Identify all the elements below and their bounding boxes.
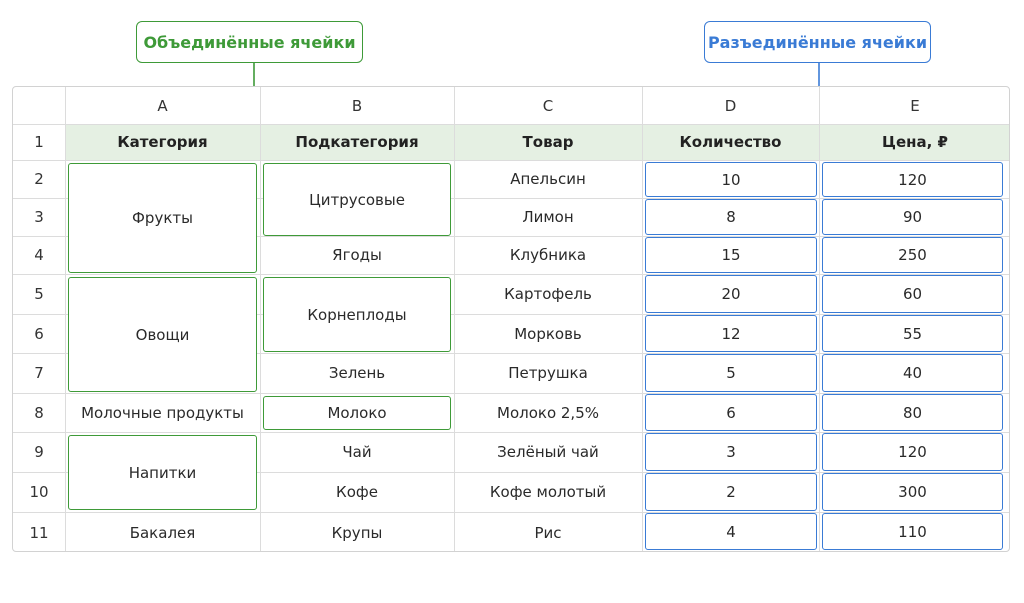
merged-cell-category-fruits[interactable]: Фрукты bbox=[68, 163, 257, 273]
row-number-11[interactable]: 11 bbox=[29, 523, 49, 542]
cell-subcategory-coffee[interactable]: Кофе bbox=[336, 483, 378, 501]
cell-product[interactable]: Лимон bbox=[522, 208, 574, 226]
row-number-10[interactable]: 10 bbox=[29, 483, 49, 501]
unmerged-cell-price[interactable]: 120 bbox=[822, 162, 1003, 197]
column-header-a[interactable]: A bbox=[157, 96, 168, 115]
cell-product[interactable]: Кофе молотый bbox=[489, 483, 607, 501]
unmerged-cell-quantity[interactable]: 15 bbox=[645, 237, 817, 273]
cell-subcategory-tea[interactable]: Чай bbox=[342, 443, 372, 461]
unmerged-cell-quantity[interactable]: 20 bbox=[645, 275, 817, 313]
cell-product[interactable]: Клубника bbox=[509, 246, 587, 264]
row-number-7[interactable]: 7 bbox=[34, 364, 44, 382]
unmerged-cell-price[interactable]: 40 bbox=[822, 354, 1003, 392]
unmerged-cells-callout: Разъединённые ячейки bbox=[704, 21, 931, 63]
row-number-3[interactable]: 3 bbox=[34, 208, 44, 226]
row-number-9[interactable]: 9 bbox=[34, 443, 44, 461]
merged-cell-category-vegetables[interactable]: Овощи bbox=[68, 277, 257, 392]
merged-cell-subcategory-citrus[interactable]: Цитрусовые bbox=[263, 163, 451, 236]
column-header-b[interactable]: B bbox=[351, 96, 363, 115]
merged-cell-category-drinks[interactable]: Напитки bbox=[68, 435, 257, 510]
unmerged-cell-price[interactable]: 55 bbox=[822, 315, 1003, 352]
unmerged-cell-quantity[interactable]: 12 bbox=[645, 315, 817, 352]
unmerged-cell-price[interactable]: 90 bbox=[822, 199, 1003, 235]
header-quantity[interactable]: Количество bbox=[679, 133, 782, 151]
cell-product[interactable]: Картофель bbox=[504, 285, 592, 303]
cell-category-grocery[interactable]: Бакалея bbox=[129, 523, 196, 542]
cell-product[interactable]: Зелёный чай bbox=[497, 443, 599, 461]
unmerged-cell-quantity[interactable]: 2 bbox=[645, 473, 817, 511]
unmerged-cell-quantity[interactable]: 10 bbox=[645, 162, 817, 197]
header-subcategory[interactable]: Подкатегория bbox=[295, 133, 419, 151]
column-header-d[interactable]: D bbox=[724, 96, 737, 115]
cell-category-dairy[interactable]: Молочные продукты bbox=[81, 403, 244, 422]
row-number-1[interactable]: 1 bbox=[34, 133, 44, 151]
row-number-6[interactable]: 6 bbox=[34, 324, 44, 343]
unmerged-cell-price[interactable]: 60 bbox=[822, 275, 1003, 313]
unmerged-cell-quantity[interactable]: 5 bbox=[645, 354, 817, 392]
spreadsheet-grid: A B C D E 1 2 3 4 5 6 7 8 9 10 11 Катего… bbox=[12, 86, 1010, 552]
row-number-8[interactable]: 8 bbox=[34, 403, 44, 422]
column-header-c[interactable]: C bbox=[542, 96, 554, 115]
merged-cell-subcategory-root-vegetables[interactable]: Корнеплоды bbox=[263, 277, 451, 352]
cell-subcategory-berries[interactable]: Ягоды bbox=[332, 246, 382, 264]
column-header-e[interactable]: E bbox=[910, 96, 920, 115]
unmerged-cell-price[interactable]: 300 bbox=[822, 473, 1003, 511]
unmerged-cell-price[interactable]: 80 bbox=[822, 394, 1003, 431]
header-row-band bbox=[65, 124, 1009, 160]
unmerged-cell-price[interactable]: 120 bbox=[822, 433, 1003, 471]
unmerged-cell-price[interactable]: 250 bbox=[822, 237, 1003, 273]
merged-cell-subcategory-milk[interactable]: Молоко bbox=[263, 396, 451, 430]
cell-product[interactable]: Петрушка bbox=[508, 364, 588, 382]
cell-product[interactable]: Рис bbox=[534, 523, 562, 542]
header-category[interactable]: Категория bbox=[117, 133, 208, 151]
row-number-5[interactable]: 5 bbox=[34, 285, 44, 303]
row-number-2[interactable]: 2 bbox=[34, 170, 44, 188]
cell-product[interactable]: Молоко 2,5% bbox=[497, 403, 599, 422]
cell-product[interactable]: Апельсин bbox=[510, 170, 586, 188]
header-product[interactable]: Товар bbox=[522, 133, 574, 151]
unmerged-cell-quantity[interactable]: 6 bbox=[645, 394, 817, 431]
header-price[interactable]: Цена, ₽ bbox=[882, 133, 948, 151]
merged-cells-callout: Объединённые ячейки bbox=[136, 21, 363, 63]
unmerged-cell-quantity[interactable]: 8 bbox=[645, 199, 817, 235]
unmerged-cell-quantity[interactable]: 4 bbox=[645, 513, 817, 550]
unmerged-cell-price[interactable]: 110 bbox=[822, 513, 1003, 550]
cell-subcategory-cereals[interactable]: Крупы bbox=[331, 523, 383, 542]
cell-product[interactable]: Морковь bbox=[514, 324, 582, 343]
unmerged-cell-quantity[interactable]: 3 bbox=[645, 433, 817, 471]
row-number-4[interactable]: 4 bbox=[34, 246, 44, 264]
cell-subcategory-greens[interactable]: Зелень bbox=[328, 364, 386, 382]
